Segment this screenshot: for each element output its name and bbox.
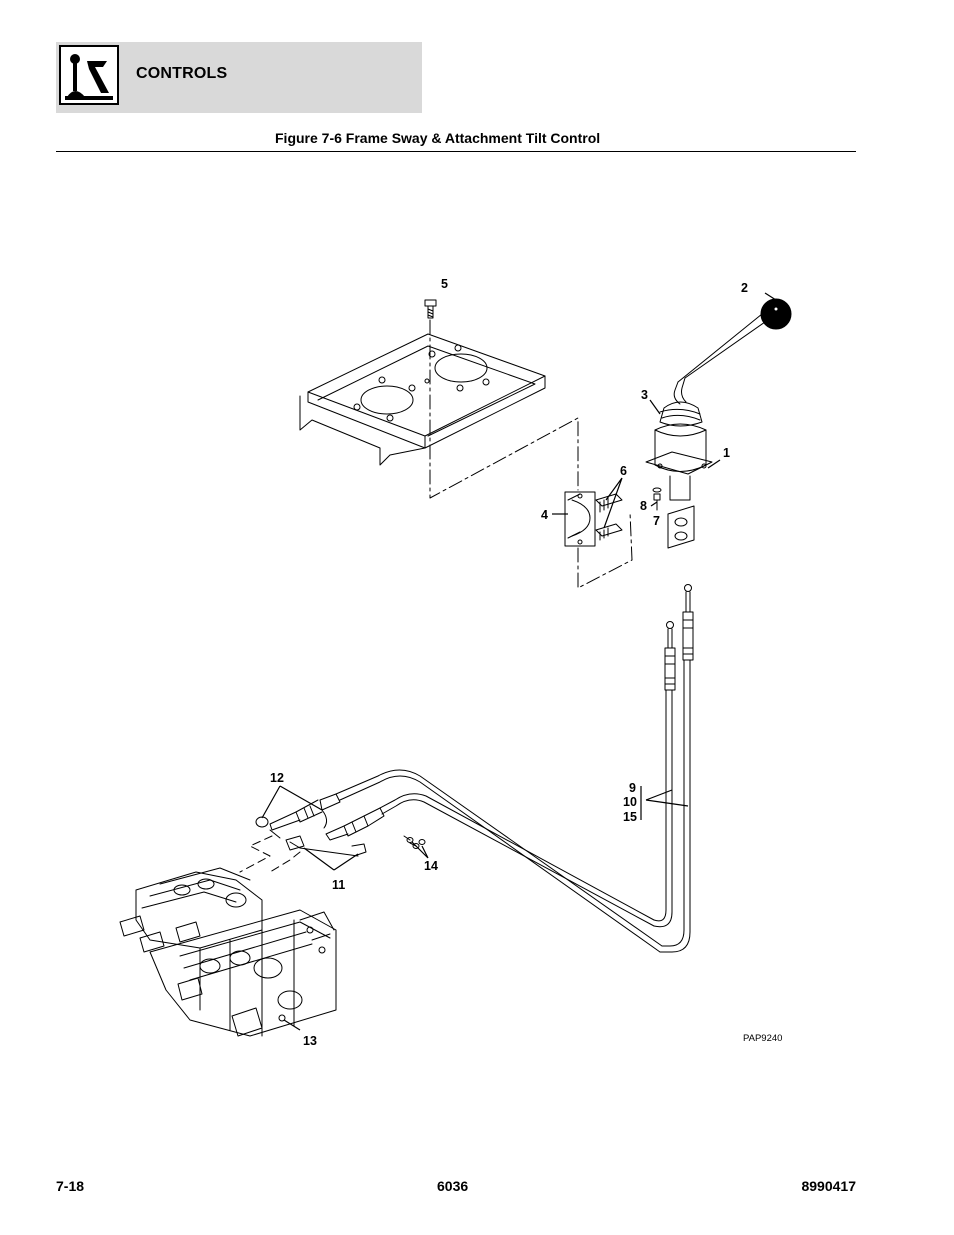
callout-15: 15 bbox=[623, 810, 637, 824]
mounting-plate bbox=[299, 333, 546, 466]
callout-14: 14 bbox=[424, 859, 438, 873]
screw-7-8 bbox=[652, 487, 662, 511]
joystick-control-icon bbox=[59, 45, 119, 105]
callout-10: 10 bbox=[623, 795, 637, 809]
control-valve-13 bbox=[119, 867, 337, 1037]
drawing-reference: PAP9240 bbox=[743, 1033, 782, 1044]
control-lever bbox=[645, 313, 766, 549]
header-rule bbox=[56, 151, 856, 152]
control-cables bbox=[335, 584, 694, 953]
callout-6: 6 bbox=[620, 464, 627, 478]
callout-12: 12 bbox=[270, 771, 284, 785]
section-title: CONTROLS bbox=[136, 65, 228, 82]
figure-title: Figure 7-6 Frame Sway & Attachment Tilt … bbox=[275, 130, 601, 146]
callout-4: 4 bbox=[541, 508, 548, 522]
page-number: 7-18 bbox=[56, 1178, 85, 1194]
callout-7: 7 bbox=[653, 514, 660, 528]
callout-5: 5 bbox=[441, 277, 448, 291]
callout-2: 2 bbox=[741, 281, 748, 295]
callout-13: 13 bbox=[303, 1034, 317, 1048]
callout-1: 1 bbox=[723, 446, 730, 460]
callout-3: 3 bbox=[641, 388, 648, 402]
manual-part-number: 8990417 bbox=[801, 1178, 856, 1194]
callout-11: 11 bbox=[332, 878, 345, 892]
cable-ends bbox=[255, 793, 385, 857]
bracket-4 bbox=[564, 491, 623, 547]
model-number: 6036 bbox=[437, 1178, 469, 1194]
bolt-5 bbox=[424, 299, 437, 319]
callout-8: 8 bbox=[640, 499, 647, 513]
callout-9: 9 bbox=[629, 781, 636, 795]
clevis-pins-14 bbox=[403, 835, 426, 849]
